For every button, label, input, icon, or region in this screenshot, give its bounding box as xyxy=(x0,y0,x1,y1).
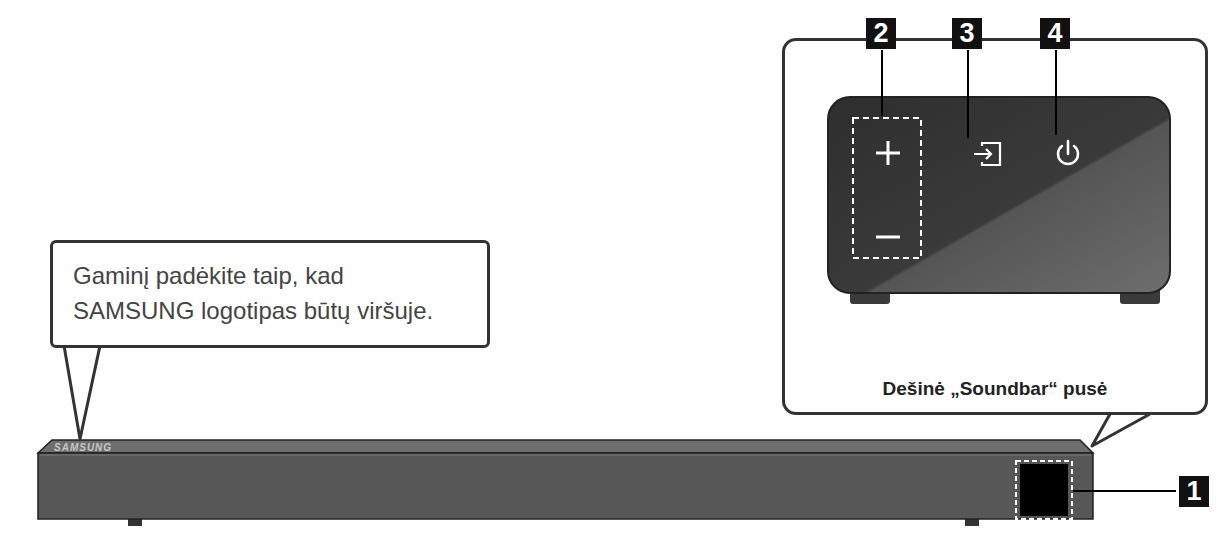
dashed-frame xyxy=(1016,461,1072,519)
display-window xyxy=(1020,464,1068,516)
bubble-pointer xyxy=(64,345,100,440)
panel-face xyxy=(828,97,1170,293)
caption-text: Dešinė „Soundbar“ pusė xyxy=(785,375,1205,403)
callout-number: 2 xyxy=(866,18,896,49)
note-text: Gaminį padėkite taip, kad SAMSUNG logoti… xyxy=(73,259,467,329)
dashed-frame xyxy=(853,118,921,258)
callout-number: 3 xyxy=(952,18,982,49)
leader-line xyxy=(1073,490,1176,492)
leader-line xyxy=(881,50,883,116)
soundbar-top xyxy=(38,440,1093,453)
inset-pointer xyxy=(1092,412,1150,446)
soundbar-front xyxy=(38,453,1093,519)
callout-bubble: Gaminį padėkite taip, kad SAMSUNG logoti… xyxy=(50,240,490,348)
volume-down-symbol xyxy=(876,236,900,239)
soundbar-edge xyxy=(40,455,1091,456)
side-panel xyxy=(828,97,1170,304)
soundbar xyxy=(38,440,1093,526)
power-symbol xyxy=(1058,141,1078,164)
inset-frame: Dešinė „Soundbar“ pusė xyxy=(782,38,1208,415)
source-symbol xyxy=(974,143,1000,165)
inset-pointer xyxy=(1092,414,1150,446)
callout-number: 4 xyxy=(1040,18,1070,49)
bubble-pointer xyxy=(64,346,100,439)
leader-line xyxy=(967,50,969,138)
callout-number: 1 xyxy=(1179,476,1209,507)
volume-up-symbol xyxy=(876,141,900,165)
leader-line xyxy=(1055,50,1057,135)
logo-text: SAMSUNG xyxy=(54,443,112,453)
